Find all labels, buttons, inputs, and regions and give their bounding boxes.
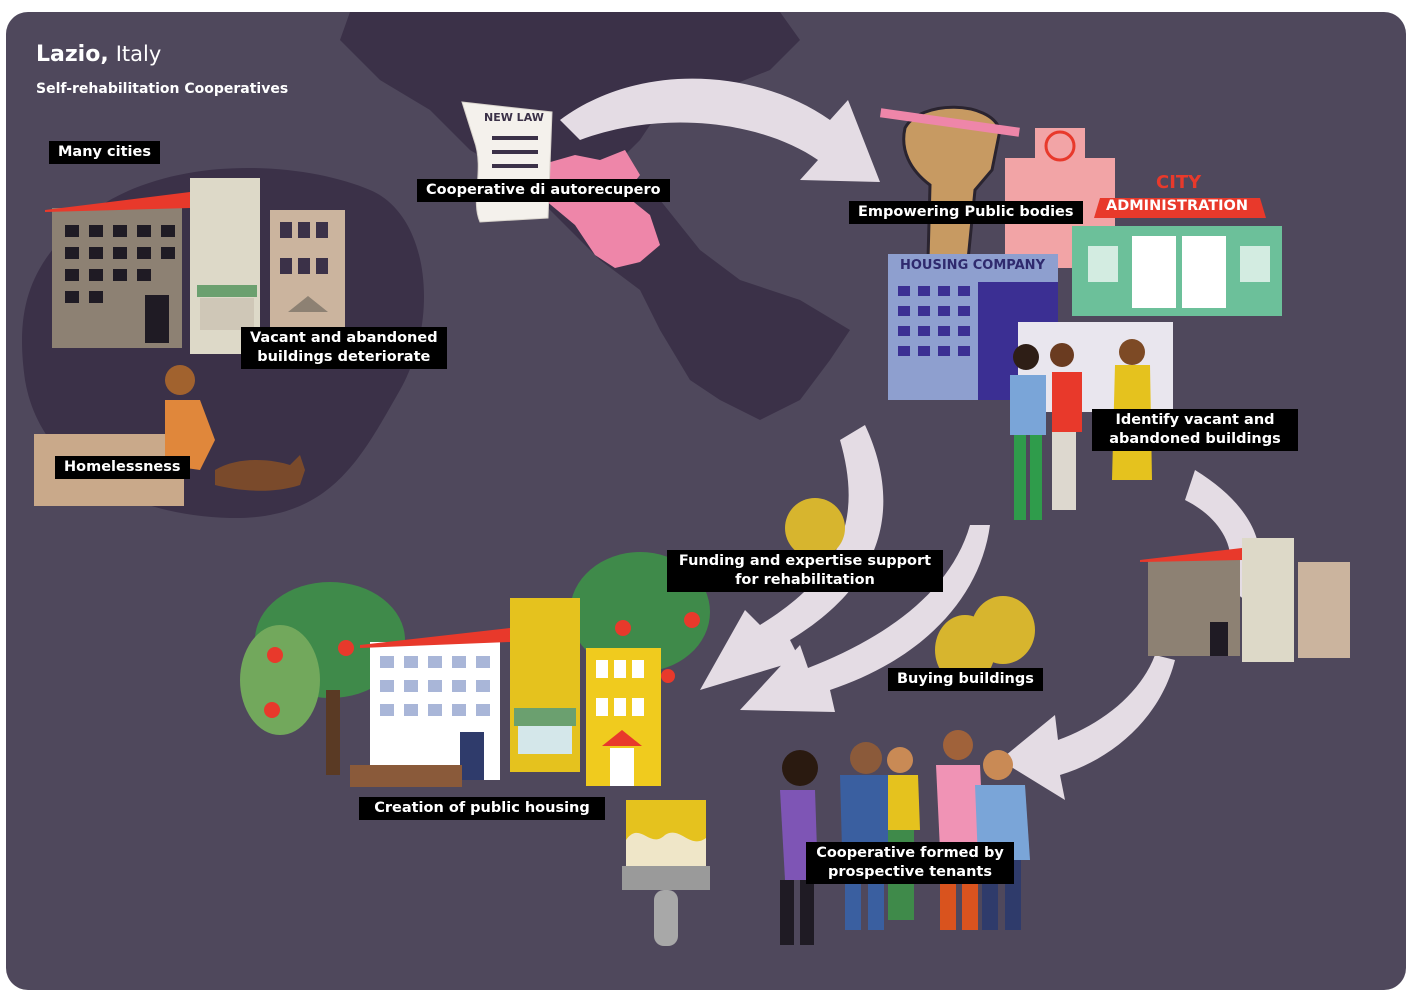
label-cooperative-law: Cooperative di autorecupero — [417, 179, 670, 202]
label-cooperative-formed: Cooperative formed by prospective tenant… — [806, 842, 1014, 884]
arrow-buying-to-housing — [740, 525, 990, 712]
vacant-buildings-right — [1140, 538, 1350, 662]
person-body — [165, 400, 215, 470]
arrow-law-to-bodies — [560, 78, 880, 182]
person-head — [165, 365, 195, 395]
page-subtitle: Self-rehabilitation Cooperatives — [36, 81, 289, 97]
administration-sign: ADMINISTRATION — [1106, 198, 1248, 214]
label-creation-public-housing: Creation of public housing — [359, 797, 605, 820]
city-sign: CITY — [1156, 172, 1202, 193]
label-many-cities: Many cities — [49, 141, 160, 164]
people-group-icon — [780, 730, 1030, 945]
label-buying-buildings: Buying buildings — [888, 668, 1043, 691]
city-hall-icon — [1072, 198, 1282, 316]
lazio-region-shape — [540, 150, 660, 268]
country-name: Italy — [115, 42, 162, 66]
public-housing-buildings — [350, 598, 661, 787]
arrow-funding-to-housing — [700, 425, 884, 690]
dog-icon — [215, 455, 305, 491]
arrow-buildings-to-coop — [1000, 655, 1175, 800]
arrow-identify-to-buildings — [1185, 470, 1260, 600]
label-identify-buildings: Identify vacant and abandoned buildings — [1092, 409, 1298, 451]
label-homelessness: Homelessness — [55, 456, 190, 479]
deteriorating-buildings — [45, 178, 345, 354]
money-bag-icon — [785, 498, 1035, 685]
new-law-text: NEW LAW — [484, 111, 544, 124]
flow-arrows — [560, 78, 1260, 800]
raised-fist-icon — [902, 105, 1002, 262]
pencil — [879, 108, 1020, 137]
label-vacant-buildings: Vacant and abandoned buildings deteriora… — [241, 327, 447, 369]
label-funding-support: Funding and expertise support for rehabi… — [667, 550, 943, 592]
paint-brush-icon — [622, 800, 710, 946]
label-empowering: Empowering Public bodies — [849, 201, 1083, 224]
tree-icon — [240, 552, 710, 775]
page-title: Lazio, Italy — [36, 42, 161, 67]
housing-company-sign: HOUSING COMPANY — [900, 258, 1045, 273]
region-name: Lazio, — [36, 42, 109, 67]
